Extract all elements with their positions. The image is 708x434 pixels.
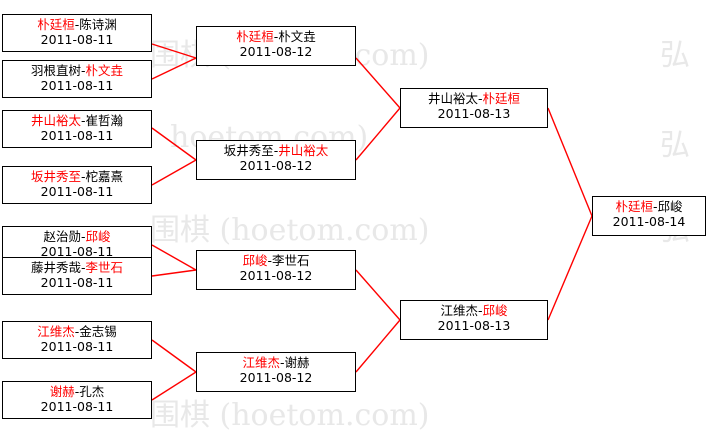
player-separator: - (477, 303, 483, 318)
player-name: 坂井秀至 (30, 169, 81, 184)
player-name: 江维杰 (37, 324, 75, 339)
player-name: 朴文垚 (85, 63, 124, 78)
match-date: 2011-08-11 (40, 184, 114, 200)
player-name: 谢赫 (284, 355, 310, 370)
player-name: 井山裕太 (30, 113, 81, 128)
player-name: 柁嘉熹 (85, 169, 124, 184)
match-date: 2011-08-11 (40, 32, 114, 48)
match-players: 朴廷桓-陈诗渊 (3, 17, 151, 32)
match-date: 2011-08-12 (239, 44, 313, 60)
player-name: 井山裕太 (427, 91, 478, 106)
player-name: 坂井秀至 (223, 143, 274, 158)
match-players: 坂井秀至-柁嘉熹 (3, 169, 151, 184)
player-name: 陈诗渊 (79, 17, 117, 32)
player-name: 羽根直树 (30, 63, 81, 78)
match-date: 2011-08-11 (40, 78, 114, 94)
match-players: 江维杰-邱峻 (401, 303, 547, 318)
match-players: 坂井秀至-井山裕太 (197, 143, 355, 158)
match-players: 朴廷桓-邱峻 (593, 199, 705, 214)
player-name: 孔杰 (79, 384, 105, 399)
player-separator: - (273, 29, 279, 44)
player-separator: - (80, 260, 86, 275)
match-date: 2011-08-11 (40, 275, 114, 291)
player-name: 朴廷桓 (615, 199, 653, 214)
player-name: 邱峻 (85, 229, 111, 244)
match-players: 赵治勋-邱峻 (3, 229, 151, 244)
match-date: 2011-08-14 (612, 214, 686, 230)
player-name: 金志锡 (79, 324, 117, 339)
player-separator: - (74, 384, 80, 399)
player-name: 崔哲瀚 (85, 113, 124, 128)
player-name: 李世石 (272, 253, 310, 268)
player-name: 藤井秀哉 (30, 260, 81, 275)
player-separator: - (74, 17, 80, 32)
player-separator: - (652, 199, 658, 214)
player-name: 李世石 (85, 260, 124, 275)
player-separator: - (279, 355, 285, 370)
player-separator: - (273, 143, 279, 158)
match-date: 2011-08-13 (437, 106, 511, 122)
player-name: 井山裕太 (278, 143, 329, 158)
match-date: 2011-08-12 (239, 158, 313, 174)
watermark-text: 弘 (660, 38, 690, 73)
player-name: 赵治勋 (43, 229, 81, 244)
match-players: 江维杰-金志锡 (3, 324, 151, 339)
match-players: 江维杰-谢赫 (197, 355, 355, 370)
match-players: 羽根直树-朴文垚 (3, 63, 151, 78)
match-players: 井山裕太-朴廷桓 (401, 91, 547, 106)
player-name: 谢赫 (49, 384, 75, 399)
player-separator: - (80, 63, 86, 78)
player-name: 邱峻 (657, 199, 683, 214)
match-date: 2011-08-11 (40, 244, 114, 260)
player-separator: - (267, 253, 272, 268)
match-date: 2011-08-12 (239, 268, 313, 284)
player-name: 朴廷桓 (37, 17, 75, 32)
match-players: 藤井秀哉-李世石 (3, 260, 151, 275)
watermark-text: 弘 (660, 128, 690, 163)
watermark-text: 围棋 (hoetom.com) (150, 398, 430, 433)
match-date: 2011-08-12 (239, 370, 313, 386)
match-date: 2011-08-13 (437, 318, 511, 334)
match-players: 邱峻-李世石 (197, 253, 355, 268)
match-players: 朴廷桓-朴文垚 (197, 29, 355, 44)
match-date: 2011-08-11 (40, 339, 114, 355)
player-name: 江维杰 (242, 355, 280, 370)
match-date: 2011-08-11 (40, 399, 114, 415)
player-name: 朴廷桓 (236, 29, 274, 44)
player-separator: - (80, 169, 86, 184)
match-date: 2011-08-11 (40, 128, 114, 144)
player-separator: - (80, 229, 86, 244)
match-players: 井山裕太-崔哲瀚 (3, 113, 151, 128)
match-players: 谢赫-孔杰 (3, 384, 151, 399)
player-separator: - (80, 113, 86, 128)
player-name: 邱峻 (242, 253, 268, 268)
player-name: 江维杰 (440, 303, 478, 318)
watermark-text: 围棋 (hoetom.com) (150, 213, 430, 248)
player-separator: - (477, 91, 483, 106)
player-separator: - (74, 324, 80, 339)
player-name: 邱峻 (482, 303, 508, 318)
player-name: 朴廷桓 (482, 91, 521, 106)
player-name: 朴文垚 (278, 29, 316, 44)
